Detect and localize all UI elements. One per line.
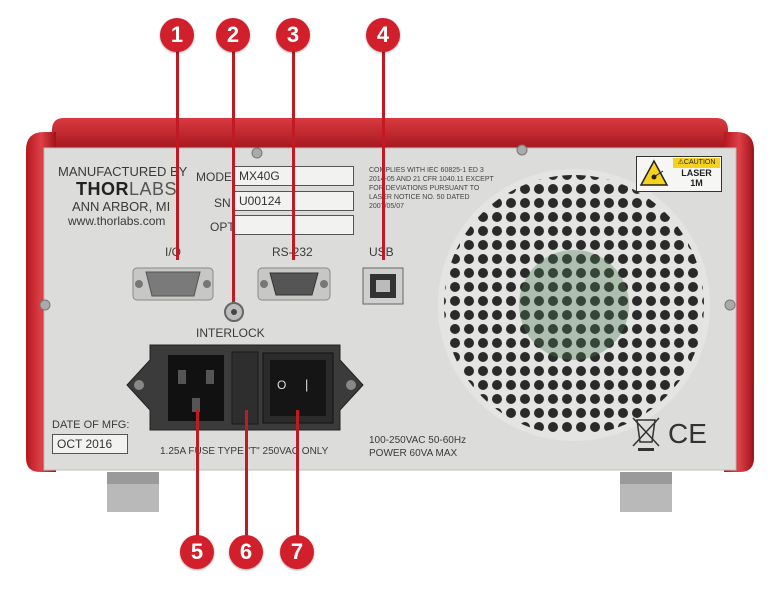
callout-2: 2 [216, 18, 250, 52]
compliance-line-4: LASER NOTICE NO. 50 DATED [369, 194, 470, 201]
callout-3: 3 [276, 18, 310, 52]
opt-label: OPT [210, 220, 235, 234]
date-of-mfg-label: DATE OF MFG: [52, 419, 130, 431]
compliance-line-2: 2014-05 AND 21 CFR 1040.11 EXCEPT [369, 176, 494, 183]
thorlabs-logo: THORLABS [76, 179, 177, 200]
compliance-line-3: FOR DEVIATIONS PURSUANT TO [369, 185, 480, 192]
compliance-line-5: 2007/05/07 [369, 203, 405, 210]
callout-7: 7 [280, 535, 314, 569]
manufactured-by-label: MANUFACTURED BY [58, 164, 188, 179]
switch-off-symbol: O [277, 378, 287, 392]
leader-line-7 [296, 410, 299, 550]
website-label: www.thorlabs.com [68, 214, 166, 228]
model-label: MODEL [196, 170, 239, 184]
date-of-mfg-field: OCT 2016 [52, 434, 128, 454]
laser-class-line-2: 1M [690, 178, 703, 188]
leader-line-6 [245, 410, 248, 550]
fuse-rating-label: 1.25A FUSE TYPE "T" 250VAC ONLY [160, 446, 329, 457]
callout-6: 6 [229, 535, 263, 569]
leader-line-2 [232, 50, 235, 302]
compliance-line-1: COMPLIES WITH IEC 60825-1 ED 3 [369, 167, 484, 174]
caution-triangle-icon: ⚠ [677, 159, 684, 166]
callout-5: 5 [180, 535, 214, 569]
callout-4: 4 [366, 18, 400, 52]
power-rating-line-2: POWER 60VA MAX [369, 448, 458, 459]
sn-label: SN [214, 196, 231, 210]
laser-class-line-1: LASER [681, 168, 712, 178]
interlock-label: INTERLOCK [196, 326, 265, 340]
power-rating-line-1: 100-250VAC 50-60Hz [369, 435, 467, 446]
logo-bold-part: THOR [76, 179, 129, 199]
switch-on-symbol: | [305, 377, 309, 392]
leader-line-3 [292, 50, 295, 260]
location-label: ANN ARBOR, MI [72, 199, 171, 214]
laser-caution-label: ⚠CAUTION LASER 1M [636, 156, 722, 192]
leader-line-1 [176, 50, 179, 260]
usb-port-label: USB [369, 245, 394, 259]
leader-line-5 [196, 410, 199, 550]
logo-light-part: LABS [129, 179, 178, 199]
caution-header: ⚠CAUTION [673, 158, 720, 168]
leader-line-4 [382, 50, 385, 260]
callout-1: 1 [160, 18, 194, 52]
laser-warning-icon [639, 159, 669, 186]
ce-mark: CE [668, 418, 707, 449]
